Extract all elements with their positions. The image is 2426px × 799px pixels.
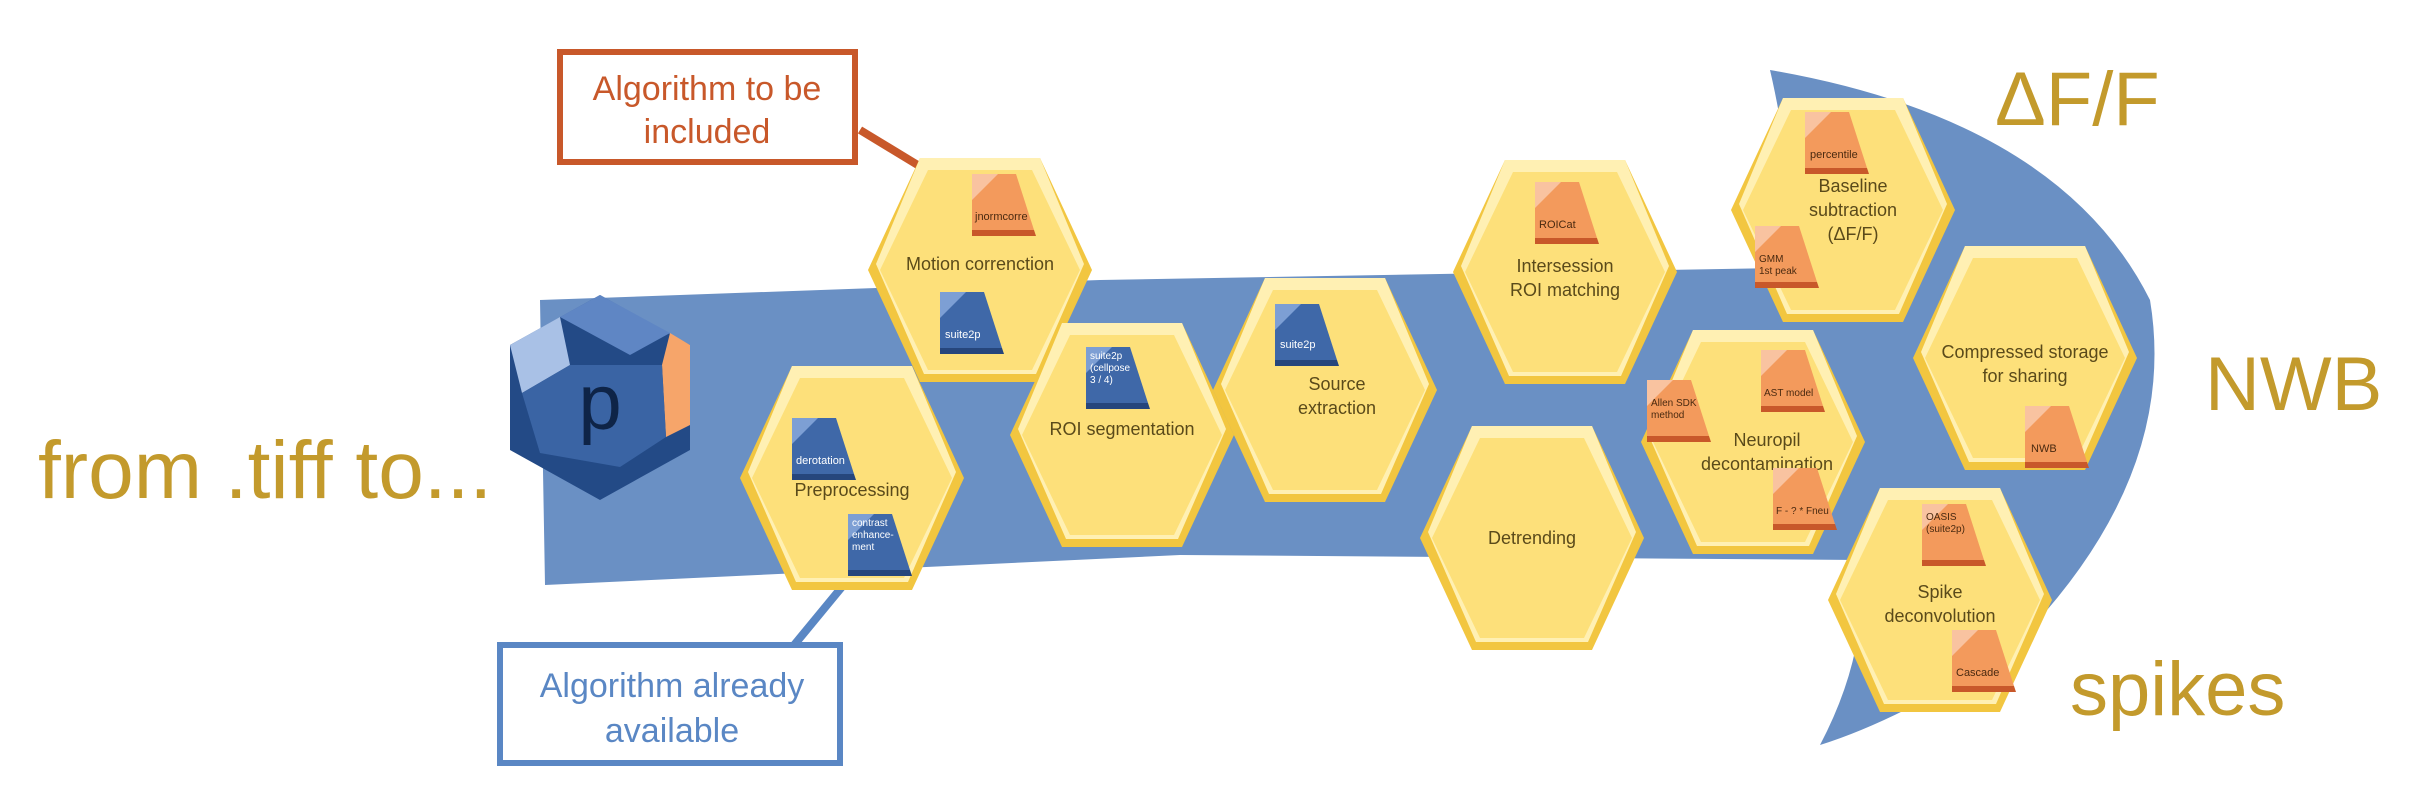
- svg-text:GMM: GMM: [1759, 254, 1783, 265]
- module-title-1: Baseline: [1818, 176, 1887, 196]
- tag-jnormcorre: jnormcorre: [972, 174, 1036, 236]
- module-title-2: deconvolution: [1884, 606, 1995, 626]
- module-detrending: Detrending: [1420, 426, 1644, 650]
- tag-roicat: ROICat: [1535, 182, 1599, 244]
- tag-allen-sdk: Allen SDK method: [1647, 380, 1711, 442]
- svg-text:suite2p: suite2p: [1280, 339, 1315, 351]
- svg-text:F - ? * Fneu: F - ? * Fneu: [1776, 506, 1829, 517]
- svg-text:suite2p: suite2p: [1090, 351, 1123, 362]
- module-title: Preprocessing: [794, 480, 909, 500]
- legend-available-text-2: available: [605, 712, 739, 750]
- headline-left: from .tiff to...: [38, 425, 492, 516]
- module-preprocessing: Preprocessing derotation contrast enhanc…: [740, 366, 964, 590]
- module-title-2: ROI matching: [1510, 280, 1620, 300]
- output-spikes: spikes: [2070, 647, 2285, 732]
- svg-text:OASIS: OASIS: [1926, 512, 1957, 523]
- svg-text:percentile: percentile: [1810, 149, 1858, 161]
- output-dff: ΔF/F: [1995, 57, 2160, 142]
- legend-included-box: [557, 49, 858, 165]
- legend-included-text-1: Algorithm to be: [593, 70, 822, 108]
- module-compressed-storage: Compressed storage for sharing NWB: [1913, 246, 2137, 470]
- module-title-2: subtraction: [1809, 200, 1897, 220]
- module-title-1: Spike: [1917, 582, 1962, 602]
- module-title-1: Intersession: [1516, 256, 1613, 276]
- svg-text:ROICat: ROICat: [1539, 219, 1576, 231]
- legend-available-text-1: Algorithm already: [540, 667, 805, 705]
- module-spike-deconvolution: Spike deconvolution OASIS (suite2p) Casc…: [1828, 488, 2052, 712]
- module-title-1: Source: [1308, 374, 1365, 394]
- logo-letter: p: [578, 358, 621, 446]
- module-title: ROI segmentation: [1049, 419, 1194, 439]
- svg-text:3 / 4): 3 / 4): [1090, 375, 1113, 386]
- svg-text:suite2p: suite2p: [945, 329, 980, 341]
- logo-cube: p: [510, 295, 690, 500]
- tag-suite2p-cellpose: suite2p (cellpose 3 / 4): [1086, 347, 1150, 409]
- svg-text:Allen SDK: Allen SDK: [1651, 398, 1697, 409]
- legend-available-box: [497, 642, 843, 766]
- module-roi-segmentation: ROI segmentation suite2p (cellpose 3 / 4…: [1010, 323, 1234, 547]
- module-source-extraction: Source extraction suite2p: [1213, 278, 1437, 502]
- tag-gmm-1st-peak: GMM 1st peak: [1755, 226, 1819, 288]
- svg-text:(suite2p): (suite2p): [1926, 524, 1965, 535]
- svg-text:1st peak: 1st peak: [1759, 266, 1798, 277]
- module-title-1: Compressed storage: [1941, 342, 2108, 362]
- tag-ast-model: AST model: [1761, 350, 1825, 412]
- module-title: Detrending: [1488, 528, 1576, 548]
- legend-included-text-2: included: [644, 113, 771, 151]
- svg-text:contrast: contrast: [852, 518, 888, 529]
- svg-text:enhance-: enhance-: [852, 530, 894, 541]
- output-nwb: NWB: [2205, 342, 2382, 427]
- svg-text:jnormcorre: jnormcorre: [974, 211, 1028, 223]
- svg-text:(cellpose: (cellpose: [1090, 363, 1130, 374]
- module-neuropil-decontamination: Neuropil decontamination Allen SDK metho…: [1641, 330, 1865, 554]
- tag-suite2p: suite2p: [940, 292, 1004, 354]
- tag-percentile: percentile: [1805, 112, 1869, 174]
- module-title-1: Neuropil: [1733, 430, 1800, 450]
- module-motion-correction: Motion correnction jnormcorre suite2p: [868, 158, 1092, 382]
- svg-text:AST model: AST model: [1764, 388, 1813, 399]
- svg-text:method: method: [1651, 410, 1684, 421]
- tag-cascade: Cascade: [1952, 630, 2016, 692]
- tag-contrast-enhancement: contrast enhance- ment: [848, 514, 912, 576]
- module-intersession-roi-matching: Intersession ROI matching ROICat: [1453, 160, 1677, 384]
- svg-text:ment: ment: [852, 542, 874, 553]
- tag-nwb: NWB: [2025, 406, 2089, 468]
- module-title-3: (ΔF/F): [1827, 224, 1878, 244]
- svg-text:NWB: NWB: [2031, 443, 2057, 455]
- tag-oasis: OASIS (suite2p): [1922, 504, 1986, 566]
- module-baseline-subtraction: Baseline subtraction (ΔF/F) percentile G…: [1731, 98, 1955, 322]
- module-title-2: for sharing: [1982, 366, 2067, 386]
- svg-text:derotation: derotation: [796, 455, 845, 467]
- svg-text:Cascade: Cascade: [1956, 667, 1999, 679]
- module-title-2: extraction: [1298, 398, 1376, 418]
- module-title: Motion correnction: [906, 254, 1054, 274]
- tag-suite2p: suite2p: [1275, 304, 1339, 366]
- tag-f-minus-fneu: F - ? * Fneu: [1773, 468, 1837, 530]
- tag-derotation: derotation: [792, 418, 856, 480]
